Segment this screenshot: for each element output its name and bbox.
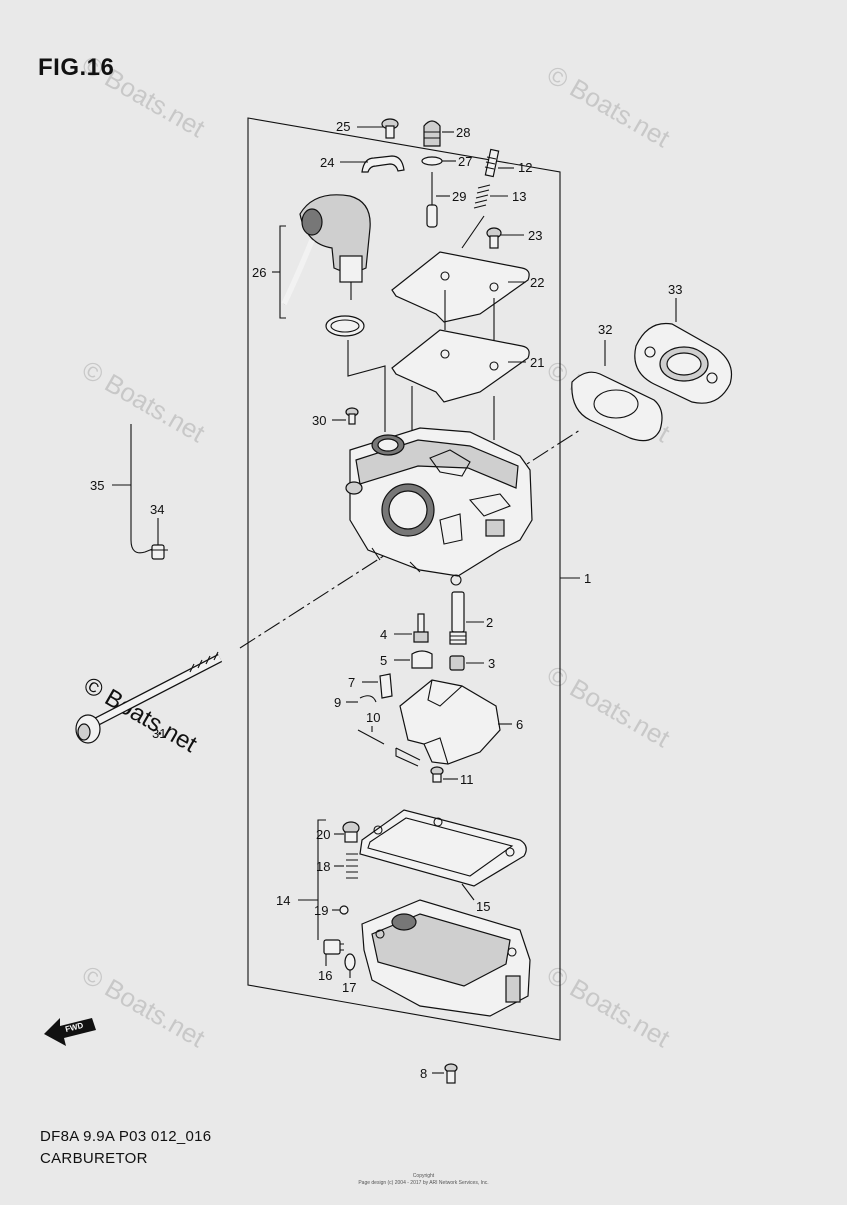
callout-17: 17	[342, 980, 356, 995]
callout-19: 19	[314, 903, 328, 918]
callout-6: 6	[516, 717, 523, 732]
screw-11	[430, 766, 444, 783]
callout-8: 8	[420, 1066, 427, 1081]
callout-1: 1	[584, 571, 591, 586]
callout-14: 14	[276, 893, 290, 908]
assembly-boundary	[247, 117, 561, 1041]
watermark: © Boats.net	[77, 959, 211, 1053]
callout-35: 35	[90, 478, 104, 493]
callout-5: 5	[380, 653, 387, 668]
callout-24: 24	[320, 155, 334, 170]
callout-7: 7	[348, 675, 355, 690]
callout-12: 12	[518, 160, 532, 175]
leader-body-top	[411, 386, 495, 440]
callout-26: 26	[252, 265, 266, 280]
oring-27	[421, 156, 443, 166]
watermark: © Boats.net	[542, 59, 676, 153]
callout-30: 30	[312, 413, 326, 428]
model-code: DF8A 9.9A P03 012_016	[40, 1128, 212, 1145]
gasket-21	[391, 329, 530, 403]
float-bowl	[361, 899, 531, 1017]
rod-35	[130, 424, 156, 554]
nozzle-5	[411, 650, 433, 669]
callout-21: 21	[530, 355, 544, 370]
callout-4: 4	[380, 627, 387, 642]
gasket-32	[571, 371, 663, 442]
forward-arrow-icon: FWD	[44, 1018, 96, 1046]
callout-18: 18	[316, 859, 330, 874]
leader-22-21	[444, 290, 495, 340]
ball-19	[339, 905, 349, 915]
fwd-label: FWD	[64, 1021, 84, 1034]
callout-22: 22	[530, 275, 544, 290]
screw-23	[486, 227, 502, 249]
needle-7	[379, 673, 393, 699]
jet-4	[413, 613, 429, 643]
callout-29: 29	[452, 189, 466, 204]
callout-13: 13	[512, 189, 526, 204]
float-6	[395, 679, 501, 767]
callout-34: 34	[150, 502, 164, 517]
figure-title: FIG.16	[38, 54, 115, 81]
copyright-line-1: Copyright	[412, 1173, 435, 1179]
pin-10	[357, 729, 385, 745]
spring-18	[346, 853, 358, 879]
callout-27: 27	[458, 154, 472, 169]
callout-3: 3	[488, 656, 495, 671]
copyright-line-2: Page design (c) 2004 - 2017 by ARI Netwo…	[358, 1180, 489, 1186]
callout-23: 23	[528, 228, 542, 243]
callout-2: 2	[486, 615, 493, 630]
plate-33	[634, 322, 733, 404]
callout-10: 10	[366, 710, 380, 725]
screw-8	[444, 1063, 458, 1084]
callout-25: 25	[336, 119, 350, 134]
needle-29	[426, 172, 438, 228]
callout-11: 11	[460, 772, 474, 787]
callout-20: 20	[316, 827, 330, 842]
screw-20	[342, 821, 360, 843]
callout-9: 9	[334, 695, 341, 710]
callout-16: 16	[318, 968, 332, 983]
screw-30	[345, 407, 359, 425]
watermark: © Boats.net	[77, 354, 211, 448]
callout-28: 28	[456, 125, 470, 140]
tube-2	[449, 591, 467, 645]
watermark: © Boats.net	[79, 672, 202, 758]
screw-25	[381, 118, 399, 139]
callout-15: 15	[476, 899, 490, 914]
gasket-15	[359, 809, 527, 887]
callout-31: 31	[152, 726, 166, 741]
clip-9	[359, 695, 377, 703]
part-name: CARBURETOR	[40, 1150, 148, 1167]
drain-screw-16	[323, 939, 344, 955]
bracket-24	[361, 155, 405, 173]
callout-layer: 25 24 28 27 12 29 13 23 22 21 26 30 3	[90, 119, 682, 1081]
callout-32: 32	[598, 322, 612, 337]
plate-22	[391, 251, 530, 323]
spring-13	[473, 184, 491, 209]
leader-26-body	[347, 340, 386, 432]
cap-28	[423, 120, 441, 147]
jet-3	[449, 655, 465, 671]
watermark: © Boats.net	[542, 959, 676, 1053]
solenoid-26	[281, 194, 371, 306]
watermark: © Boats.net	[542, 659, 676, 753]
long-bolt-31	[75, 651, 223, 744]
callout-33: 33	[668, 282, 682, 297]
oring-17	[344, 953, 356, 971]
carburetor-body-1	[345, 427, 533, 586]
oring-26	[325, 315, 365, 337]
clip-34	[150, 544, 168, 560]
screw-12	[484, 148, 500, 178]
